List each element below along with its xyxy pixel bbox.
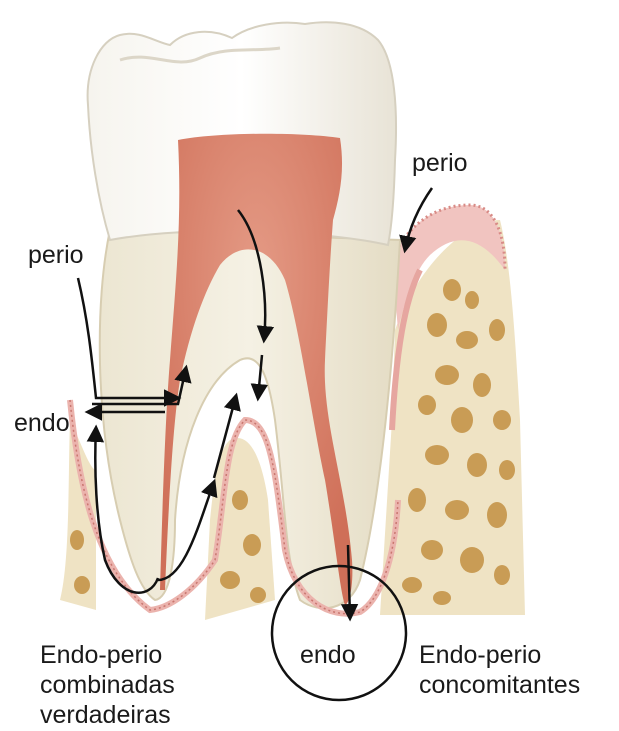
caption-left-line-3: verdadeiras (40, 700, 175, 730)
caption-left-line-1: Endo-perio (40, 640, 175, 670)
caption-left: Endo-perio combinadas verdadeiras (40, 640, 175, 730)
label-endo-bottom: endo (300, 640, 356, 670)
label-perio-right: perio (412, 148, 468, 178)
caption-right: Endo-perio concomitantes (419, 640, 580, 700)
caption-left-line-2: combinadas (40, 670, 175, 700)
label-endo-left: endo (14, 408, 70, 438)
label-perio-left: perio (28, 240, 84, 270)
caption-right-line-2: concomitantes (419, 670, 580, 700)
caption-right-line-1: Endo-perio (419, 640, 580, 670)
